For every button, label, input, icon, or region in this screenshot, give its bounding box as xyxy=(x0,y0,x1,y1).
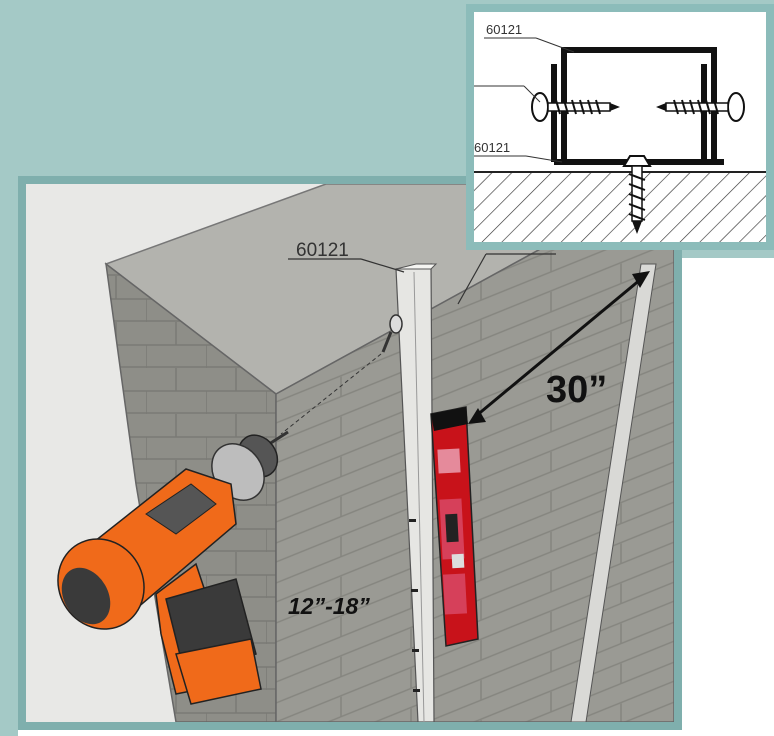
wall-side xyxy=(275,223,674,722)
drill-guide-line xyxy=(280,353,382,435)
spirit-level-icon xyxy=(430,406,479,647)
left-screw-icon xyxy=(531,92,620,122)
installation-illustration-panel: 60121 30” 12”-18” xyxy=(18,176,682,730)
fastening-detail-diagram: 60121 60121 xyxy=(474,22,766,242)
far-post xyxy=(570,263,657,722)
ground-hatch xyxy=(474,172,766,242)
detail-label-bottom: 60121 xyxy=(474,140,510,155)
post-60121 xyxy=(395,263,438,722)
screw-icon xyxy=(381,314,403,353)
drill-icon xyxy=(57,430,289,705)
detail-label-top: 60121 xyxy=(486,22,522,37)
distance-label: 30” xyxy=(546,369,607,411)
fastening-detail-inset: 60121 60121 xyxy=(466,4,774,250)
right-screw-icon xyxy=(656,92,745,122)
part-label: 60121 xyxy=(296,240,349,261)
anchor-screw-icon xyxy=(622,155,652,234)
installation-illustration: 60121 30” 12”-18” xyxy=(57,184,674,722)
spacing-label: 12”-18” xyxy=(288,593,370,619)
distance-arrow xyxy=(468,271,650,424)
